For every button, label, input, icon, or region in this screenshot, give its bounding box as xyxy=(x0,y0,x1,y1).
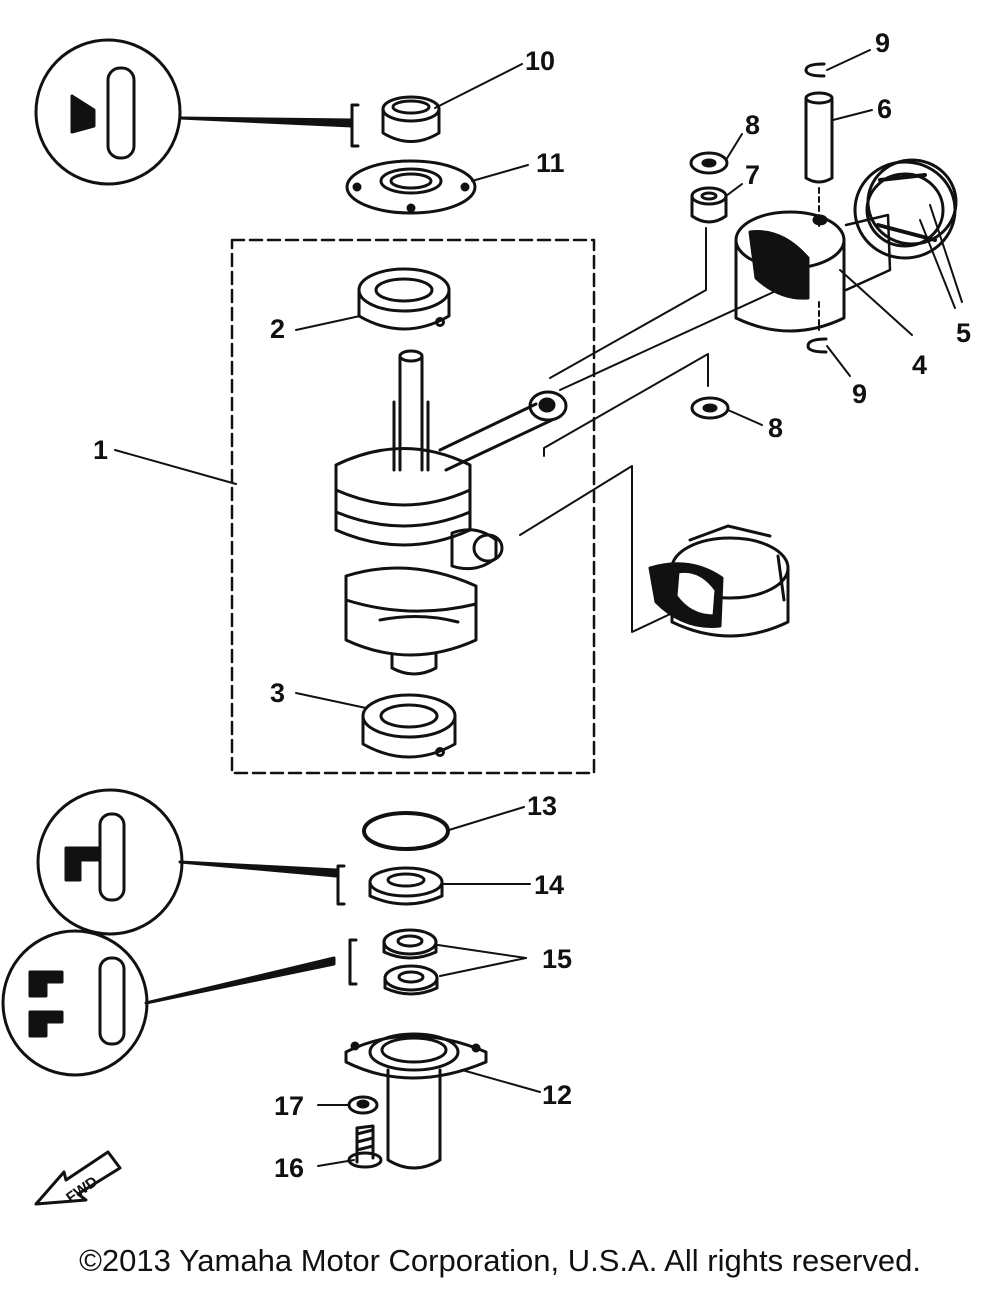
oil-seal xyxy=(381,95,441,143)
callout-15: 15 xyxy=(542,944,572,974)
callout-5: 5 xyxy=(956,318,971,348)
seal-lubrication-detail-top xyxy=(34,38,360,186)
piston-pin-clip-lower xyxy=(806,337,828,354)
lower-bearing xyxy=(361,693,457,759)
leader-lines xyxy=(114,49,963,1167)
callout-11: 11 xyxy=(536,148,565,178)
bolt-washer xyxy=(347,1095,379,1115)
fwd-arrow xyxy=(34,1150,122,1206)
upper-bearing xyxy=(357,267,451,331)
thrust-washer-upper xyxy=(689,151,729,175)
callout-8a: 8 xyxy=(745,110,760,140)
callout-16: 16 xyxy=(274,1153,304,1183)
o-ring xyxy=(362,811,450,851)
crankshaft xyxy=(334,349,504,676)
lower-oil-seal xyxy=(368,866,444,906)
seal-lubrication-detail-lower xyxy=(1,929,358,1077)
callout-6: 6 xyxy=(877,94,892,124)
callout-9a: 9 xyxy=(875,28,890,58)
callout-3: 3 xyxy=(270,678,285,708)
callout-4: 4 xyxy=(912,350,927,380)
callout-8b: 8 xyxy=(768,413,783,443)
alternate-piston-inset xyxy=(648,524,790,638)
callout-labels: 1 2 3 4 5 6 7 8 8 9 9 10 11 12 13 14 15 … xyxy=(63,28,971,1207)
copyright-notice: ©2013 Yamaha Motor Corporation, U.S.A. A… xyxy=(79,1243,921,1278)
seal-lubrication-detail-middle xyxy=(36,788,346,936)
callout-7: 7 xyxy=(745,160,760,190)
piston xyxy=(734,210,892,333)
thrust-washer-lower xyxy=(690,396,730,420)
callout-10: 10 xyxy=(525,46,555,76)
exploded-parts-diagram: 1 2 3 4 5 6 7 8 8 9 9 10 11 12 13 14 15 … xyxy=(1,28,971,1207)
seal-housing xyxy=(345,159,477,215)
assembly-guide-lines xyxy=(519,227,792,633)
crankpin-needle-bearing xyxy=(690,186,728,224)
connecting-rod xyxy=(438,390,568,472)
oil-seals-pair xyxy=(382,928,439,996)
callout-2: 2 xyxy=(270,314,285,344)
callout-9b: 9 xyxy=(852,379,867,409)
piston-rings xyxy=(853,158,958,260)
callout-17: 17 xyxy=(274,1091,304,1121)
callout-14: 14 xyxy=(534,870,564,900)
callout-12: 12 xyxy=(542,1080,572,1110)
callout-1: 1 xyxy=(93,435,108,465)
callout-13: 13 xyxy=(527,791,557,821)
lower-housing xyxy=(344,1032,488,1170)
piston-pin-clip-upper xyxy=(804,62,826,78)
crankshaft-assembly-box xyxy=(230,238,596,775)
piston-pin xyxy=(804,91,834,184)
